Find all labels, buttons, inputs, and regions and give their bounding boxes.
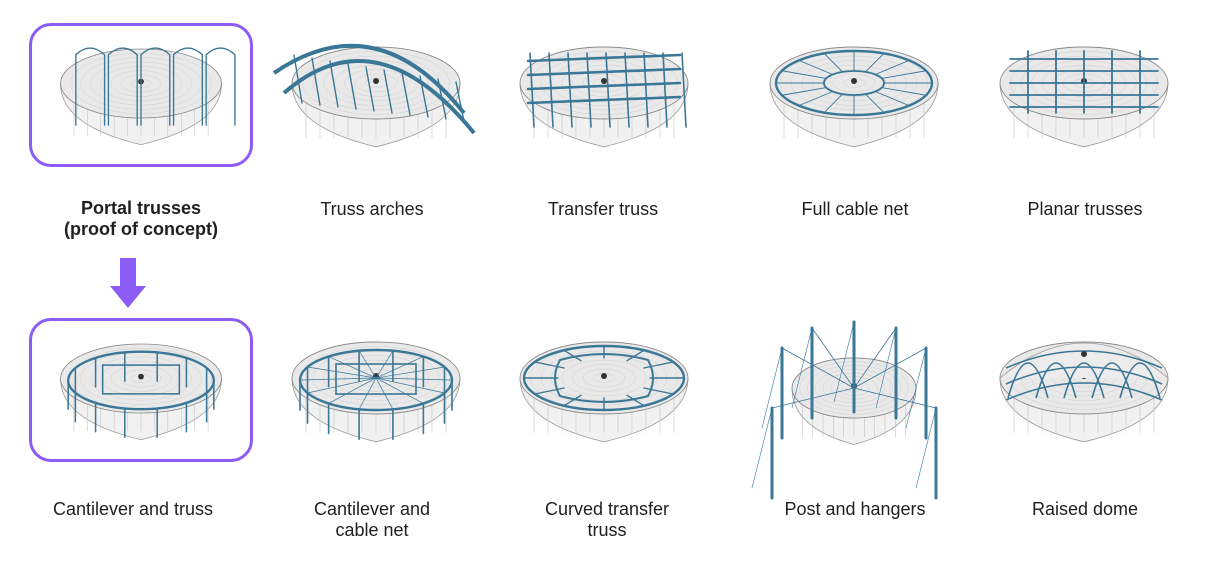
tile-curved-transfer-truss[interactable] (492, 318, 716, 462)
caption-full-cable-net: Full cable net (801, 199, 909, 219)
caption-planar-trusses: Planar trusses (1027, 199, 1143, 219)
tile-truss-arches[interactable] (264, 23, 488, 167)
tile-post-and-hangers[interactable] (742, 318, 966, 500)
tile-raised-dome[interactable] (972, 318, 1196, 462)
tile-planar-trusses[interactable] (972, 23, 1196, 167)
tile-portal-trusses[interactable] (29, 23, 253, 167)
caption-cantilever-and-truss: Cantilever and truss (52, 499, 214, 519)
tile-cantilever-and-truss[interactable] (29, 318, 253, 462)
tile-transfer-truss[interactable] (492, 23, 716, 167)
tile-full-cable-net[interactable] (742, 23, 966, 167)
caption-portal-trusses: Portal trusses(proof of concept) (64, 198, 218, 239)
caption-post-and-hangers: Post and hangers (784, 499, 926, 519)
tile-cantilever-and-cable-net[interactable] (264, 318, 488, 462)
caption-raised-dome: Raised dome (1031, 499, 1139, 519)
arrow-down-icon (110, 258, 146, 310)
caption-truss-arches: Truss arches (320, 199, 424, 219)
caption-transfer-truss: Transfer truss (547, 199, 659, 219)
